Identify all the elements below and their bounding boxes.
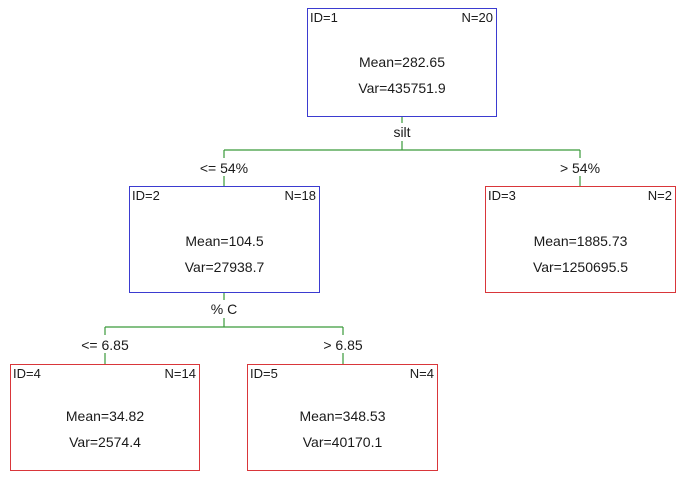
- node-2: ID=2 N=18 Mean=104.5 Var=27938.7: [129, 186, 320, 293]
- split-1-right-condition: > 54%: [559, 160, 601, 176]
- node-4-count: N=14: [164, 366, 196, 381]
- node-3: ID=3 N=2 Mean=1885.73 Var=1250695.5: [485, 186, 676, 293]
- node-3-id: ID=3: [488, 188, 516, 203]
- node-5-variance: Var=40170.1: [302, 434, 383, 450]
- node-4-variance: Var=2574.4: [69, 434, 141, 450]
- node-5-mean: Mean=348.53: [299, 408, 386, 424]
- node-1-count: N=20: [461, 10, 493, 25]
- node-3-mean: Mean=1885.73: [533, 233, 628, 249]
- node-4-mean: Mean=34.82: [65, 408, 145, 424]
- node-5-id: ID=5: [250, 366, 278, 381]
- node-1-id: ID=1: [310, 10, 338, 25]
- node-5: ID=5 N=4 Mean=348.53 Var=40170.1: [247, 364, 438, 471]
- node-4: ID=4 N=14 Mean=34.82 Var=2574.4: [10, 364, 200, 471]
- node-3-variance: Var=1250695.5: [532, 259, 629, 275]
- node-4-id: ID=4: [13, 366, 41, 381]
- node-1: ID=1 N=20 Mean=282.65 Var=435751.9: [307, 8, 497, 117]
- node-1-variance: Var=435751.9: [358, 80, 446, 96]
- node-2-count: N=18: [284, 188, 316, 203]
- node-2-id: ID=2: [132, 188, 160, 203]
- split-2-right-condition: > 6.85: [323, 337, 363, 353]
- node-3-count: N=2: [647, 188, 672, 203]
- split-1-left-condition: <= 54%: [199, 160, 249, 176]
- node-5-count: N=4: [409, 366, 434, 381]
- split-2-variable: % C: [210, 301, 238, 317]
- node-2-mean: Mean=104.5: [185, 233, 264, 249]
- node-2-variance: Var=27938.7: [184, 259, 265, 275]
- split-2-left-condition: <= 6.85: [81, 337, 129, 353]
- node-1-mean: Mean=282.65: [358, 54, 446, 70]
- split-1-variable: silt: [393, 124, 411, 140]
